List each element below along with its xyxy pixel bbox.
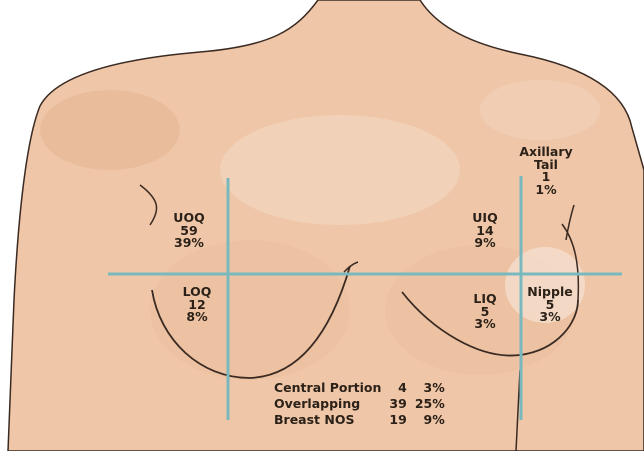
region-percent: 3% xyxy=(520,311,580,324)
region-label-uoq: UOQ 59 39% xyxy=(166,212,212,250)
summary-row: Overlapping 39 25% xyxy=(274,396,445,412)
summary-row: Breast NOS 19 9% xyxy=(274,412,445,428)
summary-percent: 9% xyxy=(415,412,445,428)
region-percent: 9% xyxy=(462,237,508,250)
shoulder-highlight-right xyxy=(480,80,600,140)
summary-percent: 3% xyxy=(415,380,445,396)
region-label-uiq: UIQ 14 9% xyxy=(462,212,508,250)
summary-label: Overlapping xyxy=(274,396,389,412)
summary-percent: 25% xyxy=(415,396,445,412)
summary-row: Central Portion 4 3% xyxy=(274,380,445,396)
region-percent: 3% xyxy=(462,318,508,331)
chest-highlight xyxy=(220,115,460,225)
region-percent: 39% xyxy=(166,237,212,250)
region-percent: 1% xyxy=(510,184,582,197)
summary-count: 19 xyxy=(389,412,414,428)
summary-table: Central Portion 4 3% Overlapping 39 25% … xyxy=(274,380,445,428)
region-percent: 8% xyxy=(174,311,220,324)
region-label-loq: LOQ 12 8% xyxy=(174,286,220,324)
region-label-liq: LIQ 5 3% xyxy=(462,293,508,331)
summary-count: 39 xyxy=(389,396,414,412)
region-label-axillary-tail: Axillary Tail 1 1% xyxy=(510,146,582,196)
region-label-nipple: Nipple 5 3% xyxy=(520,286,580,324)
shoulder-shadow-left xyxy=(40,90,180,170)
summary-count: 4 xyxy=(389,380,414,396)
summary-label: Breast NOS xyxy=(274,412,389,428)
summary-label: Central Portion xyxy=(274,380,389,396)
